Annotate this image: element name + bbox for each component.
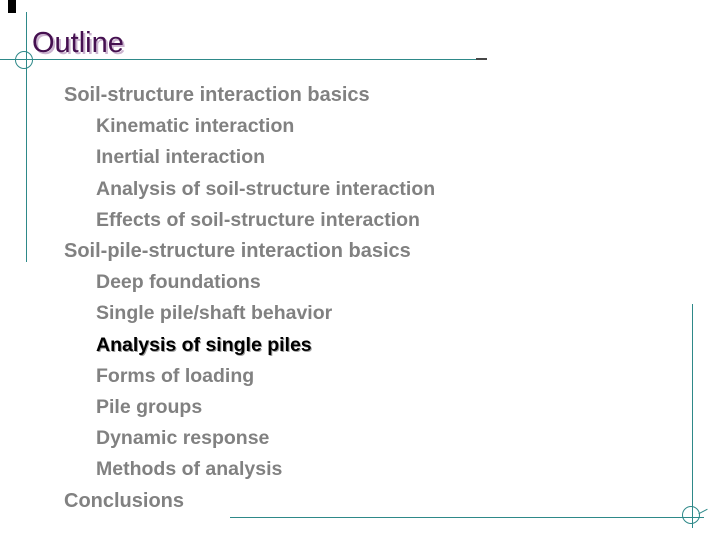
outline-item: Dynamic response (96, 427, 270, 450)
outline-item: Forms of loading (96, 364, 255, 387)
corner-artifact-rect (8, 0, 16, 13)
outline-item: Inertial interaction (96, 146, 266, 169)
title-underline-rule (0, 59, 487, 60)
outline-item: Deep foundations (96, 271, 261, 294)
page-title: Outline (32, 27, 124, 59)
outline-item: Pile groups (96, 395, 203, 418)
outline-item: Methods of analysis (96, 458, 283, 481)
left-vertical-rule (26, 12, 27, 262)
outline-item: Effects of soil-structure interaction (96, 208, 420, 231)
bottom-horizontal-rule (230, 517, 704, 518)
outline-item: Soil-pile-structure interaction basics (64, 240, 411, 263)
outline-item: Conclusions (64, 489, 185, 512)
corner-loop-ornament-top-left (15, 51, 33, 69)
outline-item: Soil-structure interaction basics (64, 84, 370, 107)
outline-item: Single pile/shaft behavior (96, 302, 333, 325)
title-underline-end-tick (476, 58, 487, 60)
outline-item: Analysis of single piles (96, 333, 312, 356)
right-vertical-rule (692, 304, 693, 528)
outline-item: Analysis of soil-structure interaction (96, 177, 436, 200)
corner-loop-ornament-bottom-right (682, 506, 700, 524)
outline-item: Kinematic interaction (96, 115, 295, 138)
